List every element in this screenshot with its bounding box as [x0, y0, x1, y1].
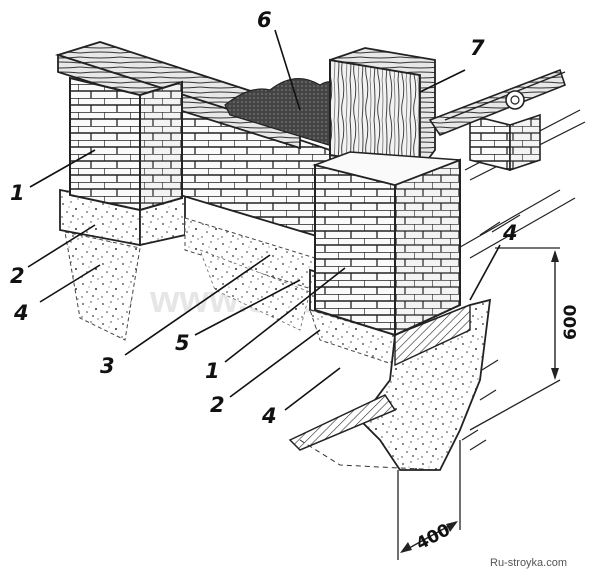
callout-1-right: 1	[205, 359, 220, 383]
height-label: 600	[561, 304, 581, 340]
brick-pillar-far	[469, 113, 541, 172]
callout-5-bottom: 5	[175, 331, 190, 355]
callout-2-left: 2	[10, 264, 25, 288]
callout-6-top: 6	[257, 8, 272, 32]
leader-lines	[27, 29, 501, 411]
callout-4-left: 4	[13, 301, 29, 325]
dimension-height: 600	[469, 247, 581, 431]
wooden-post	[329, 47, 436, 173]
callout-4-right: 4	[261, 404, 277, 428]
callout-2-right: 2	[210, 393, 225, 417]
callout-3-bottom: 3	[100, 354, 115, 378]
credit-text: Ru-stroyka.com	[490, 557, 567, 569]
callout-7-top: 7	[470, 36, 485, 60]
brick-pillar-right	[312, 151, 461, 337]
brick-pillar-left	[69, 76, 183, 212]
beam-right	[428, 68, 566, 136]
callout-4-top: 4	[502, 221, 518, 245]
callout-1-left: 1	[10, 181, 25, 205]
